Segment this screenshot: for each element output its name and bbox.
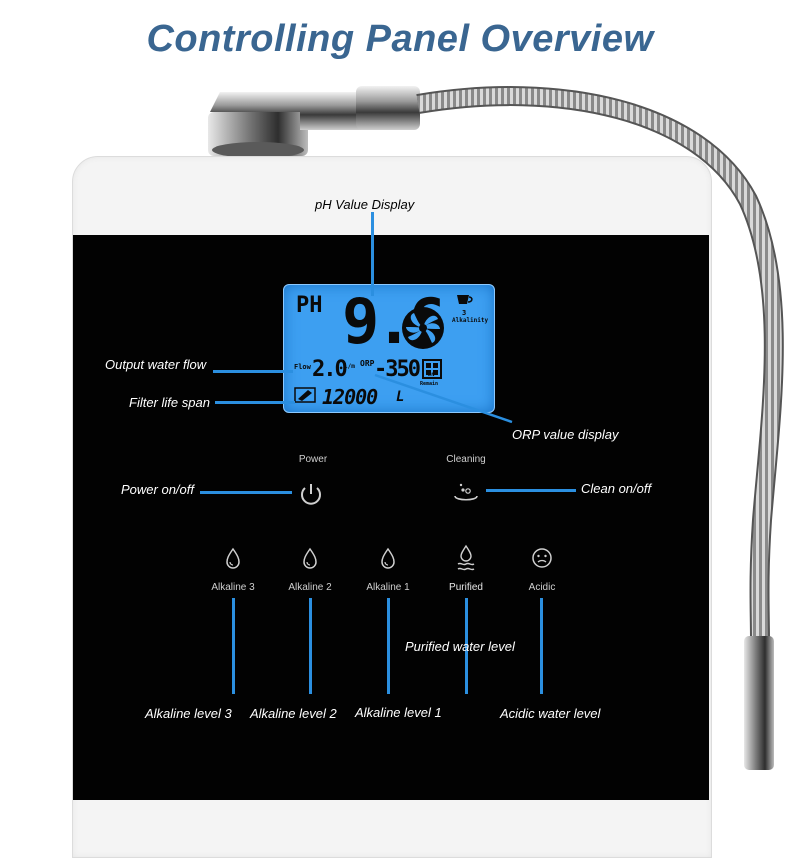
- water-drop-icon[interactable]: [379, 546, 397, 570]
- filter-value: 12000: [322, 385, 378, 409]
- annotation-alkaline2: Alkaline level 2: [250, 706, 337, 721]
- remain-label: Remain: [420, 381, 439, 387]
- cleaning-icon[interactable]: [450, 480, 482, 504]
- cleaning-label: Cleaning: [446, 454, 486, 465]
- power-leader: [200, 491, 292, 494]
- water-button-label: Alkaline 1: [366, 582, 410, 593]
- ph-display-leader: [371, 212, 374, 296]
- annotation-orp-display: ORP value display: [512, 427, 619, 442]
- water-button-label: Alkaline 2: [288, 582, 332, 593]
- output-flow-leader: [213, 370, 293, 373]
- alkaline3-leader: [232, 598, 235, 694]
- annotation-ph-display: pH Value Display: [315, 197, 415, 212]
- orp-unit: mv: [428, 371, 436, 378]
- flow-unit: l/m: [344, 363, 355, 370]
- orp-label: ORP: [360, 359, 375, 368]
- annotation-power: Power on/off: [121, 482, 194, 497]
- annotation-alkaline1: Alkaline level 1: [355, 705, 442, 720]
- filter-icon: [294, 387, 316, 403]
- clean-leader: [486, 489, 576, 492]
- filter-unit: L: [396, 389, 405, 405]
- mode-label: Alkalinity: [452, 317, 489, 324]
- acidic-face-icon[interactable]: [530, 546, 554, 570]
- orp-display-leader: [374, 373, 513, 424]
- flow-label: Flow: [294, 363, 311, 371]
- annotation-output-flow: Output water flow: [105, 357, 207, 372]
- alkaline1-leader: [387, 598, 390, 694]
- filter-life-leader: [215, 401, 295, 404]
- mode-number: 3: [462, 309, 467, 317]
- annotation-clean: Clean on/off: [581, 481, 652, 496]
- page-title: Controlling Panel Overview: [146, 18, 654, 60]
- water-drop-icon[interactable]: [224, 546, 242, 570]
- faucet-illustration: [208, 86, 784, 770]
- annotation-alkaline3: Alkaline level 3: [145, 706, 232, 721]
- water-button-label: Acidic: [528, 582, 556, 593]
- lcd-screen: PH 9.6 3 Alkalinity Flow 2.0 l/m ORP -35…: [283, 284, 495, 413]
- acidic-leader: [540, 598, 543, 694]
- flow-value: 2.0: [312, 357, 348, 382]
- purified-leader: [465, 598, 468, 694]
- alkaline2-leader: [309, 598, 312, 694]
- annotation-purified-level: Purified water level: [405, 639, 515, 654]
- purified-water-icon[interactable]: [456, 544, 476, 572]
- filter-block-icon: [422, 359, 442, 379]
- water-button-label: Purified: [449, 582, 483, 593]
- fan-icon: [402, 307, 444, 349]
- water-button-label: Alkaline 3: [211, 582, 255, 593]
- water-drop-icon[interactable]: [301, 546, 319, 570]
- annotation-acidic-level: Acidic water level: [500, 706, 601, 721]
- power-icon[interactable]: [298, 481, 324, 507]
- cup-icon: [457, 295, 473, 304]
- power-label: Power: [298, 454, 328, 465]
- ph-label: PH: [296, 293, 323, 318]
- annotation-filter-life: Filter life span: [129, 395, 210, 410]
